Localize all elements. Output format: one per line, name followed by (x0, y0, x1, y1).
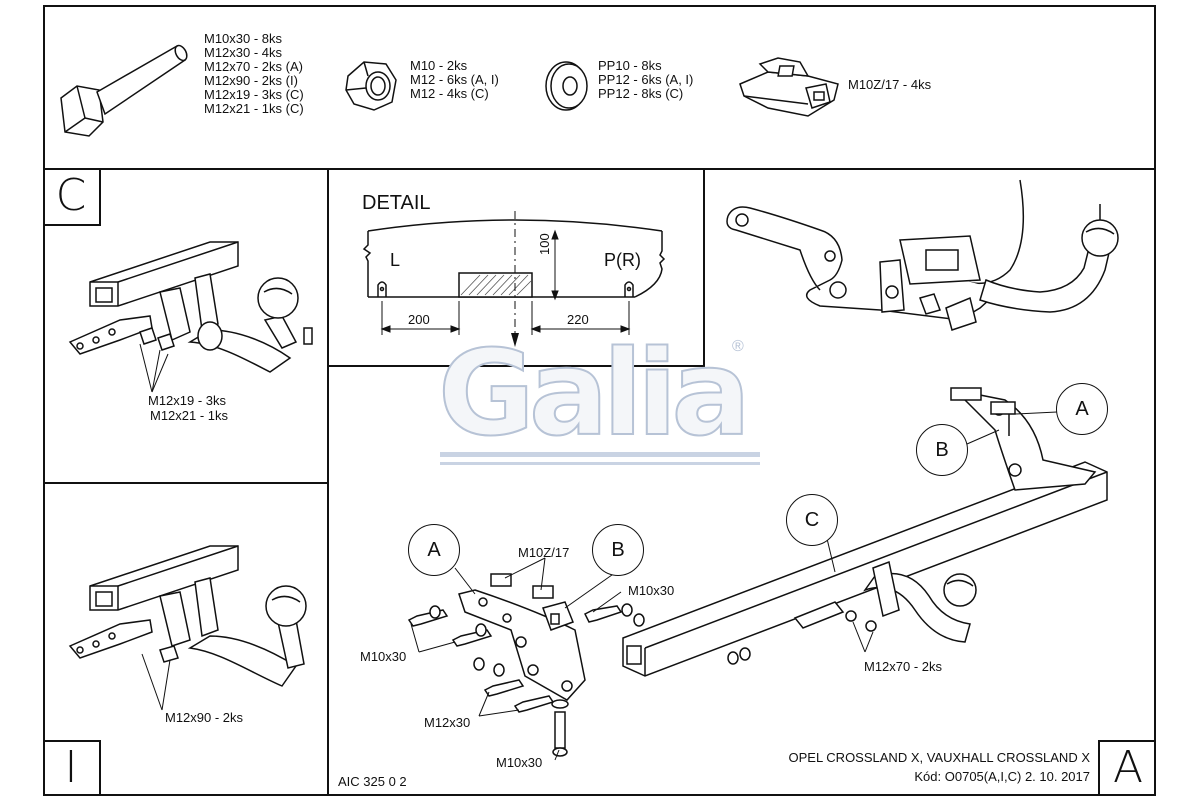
logo-underline-2 (440, 462, 760, 465)
detail-drawing (362, 211, 666, 347)
panel-i-leader-lines (141, 653, 171, 711)
detail-right-label: P(R) (604, 250, 641, 270)
detail-left-label: L (390, 250, 401, 270)
detail-title: DETAIL (362, 192, 431, 214)
vehicle-model: OPEL CROSSLAND X, VAUXHALL CROSSLAND X (788, 750, 1090, 765)
washer-item: PP12 - 8ks (C) (598, 86, 684, 101)
detail-right-border (703, 168, 705, 365)
bolt-m12x70-label: M12x70 - 2ks (864, 659, 943, 674)
bolt-item: M12x19 - 3ks (C) (204, 87, 304, 102)
bolt-icon (60, 44, 188, 137)
washer-item: PP10 - 8ks (598, 58, 662, 73)
clip-nut-label: M10Z/17 (518, 545, 570, 560)
panel-c-letterbox: C (43, 168, 101, 226)
panel-i-note-1: M12x90 - 2ks (165, 710, 244, 725)
bolt-m10x30-label-left: M10x30 (360, 649, 407, 664)
nut-item: M12 - 4ks (C) (410, 86, 489, 101)
bolt-item: M12x21 - 1ks (C) (204, 101, 304, 116)
panel-c-letter: C (55, 170, 87, 221)
nut-item: M10 - 2ks (410, 58, 468, 73)
washers-list: PP10 - 8ks PP12 - 6ks (A, I) PP12 - 8ks … (598, 59, 693, 101)
logo-underline (440, 452, 760, 457)
callout-b-left: B (592, 524, 644, 576)
sheet-letter: A (1112, 742, 1144, 793)
logo-text: Galia (437, 323, 752, 463)
bolt-m10x30-label-bottom: M10x30 (496, 755, 543, 770)
nut-icon (345, 61, 397, 111)
callout-c: C (786, 494, 838, 546)
panel-c-towbar-drawing (68, 241, 313, 373)
callout-a-right: A (1056, 383, 1108, 435)
assembly-drawing (407, 387, 1108, 761)
panel-i-letter: I (64, 742, 78, 793)
bolt-item: M12x90 - 2ks (I) (204, 73, 298, 88)
nut-item: M12 - 6ks (A, I) (410, 72, 499, 87)
clip-nut-icon (739, 57, 839, 117)
drawing-code: AIC 325 0 2 (338, 774, 407, 789)
bolts-list: M10x30 - 8ks M12x30 - 4ks M12x70 - 2ks (… (204, 32, 304, 116)
clip-label: M10Z/17 - 4ks (848, 77, 932, 92)
callout-a-left: A (408, 524, 460, 576)
bolt-item: M10x30 - 8ks (204, 31, 283, 46)
panel-i-towbar-drawing (68, 545, 307, 687)
detail-dim-right: 220 (567, 312, 589, 327)
part-code-date: Kód: O0705(A,I,C) 2. 10. 2017 (914, 769, 1090, 784)
registered-mark: ® (732, 338, 744, 355)
left-column-divider (327, 168, 329, 796)
bolt-item: M12x70 - 2ks (A) (204, 59, 303, 74)
washer-item: PP12 - 6ks (A, I) (598, 72, 694, 87)
drawing-frame (43, 5, 1156, 796)
detail-bottom-border (327, 365, 705, 367)
panel-c-note-2: M12x21 - 1ks (150, 408, 229, 423)
nuts-list: M10 - 2ks M12 - 6ks (A, I) M12 - 4ks (C) (410, 59, 499, 101)
galia-logo: Galia ® (437, 323, 763, 470)
bolt-m10x30-label-right: M10x30 (628, 583, 675, 598)
panel-i-letterbox: I (43, 740, 101, 796)
bolt-item: M12x30 - 4ks (204, 45, 283, 60)
panel-c-leader-lines (139, 343, 169, 393)
bolt-m12x30-label: M12x30 (424, 715, 471, 730)
detail-dim-left: 200 (408, 312, 430, 327)
panel-c-note-1: M12x19 - 3ks (148, 393, 227, 408)
washer-icon (545, 61, 588, 111)
detail-dim-height: 100 (537, 233, 552, 255)
top-divider (43, 168, 1156, 170)
sheet-letterbox: A (1098, 740, 1156, 796)
mounting-view-drawing (726, 179, 1119, 331)
callout-b-right: B (916, 424, 968, 476)
left-row-divider (43, 482, 328, 484)
